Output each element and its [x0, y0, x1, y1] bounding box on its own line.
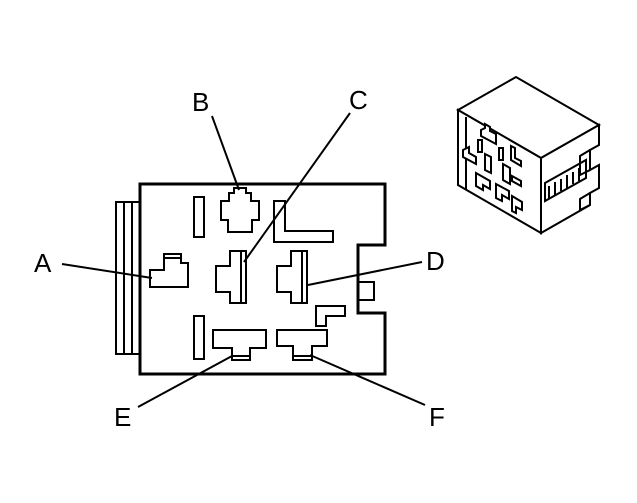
side-latch — [115, 201, 141, 355]
l-bar-bottom — [315, 305, 346, 327]
slot-top-left — [193, 196, 205, 238]
callout-labels: A B C D E F — [34, 85, 445, 432]
terminal-d — [276, 250, 308, 304]
leader-c — [243, 112, 351, 263]
callout-label-c: C — [349, 85, 368, 115]
leader-a — [61, 263, 153, 279]
leader-lines — [61, 112, 426, 408]
terminal-a — [149, 253, 189, 288]
callout-label-e: E — [114, 402, 131, 432]
iso-terminals — [462, 122, 523, 215]
callout-label-b: B — [192, 87, 209, 117]
terminal-f — [276, 329, 328, 361]
leader-e — [137, 355, 233, 408]
terminal-c — [215, 250, 247, 304]
callout-label-d: D — [426, 246, 445, 276]
connector-3d-view — [455, 75, 602, 235]
terminal-b — [220, 187, 260, 233]
terminal-e — [212, 329, 267, 361]
callout-label-a: A — [34, 248, 52, 278]
l-bar-top — [273, 200, 334, 243]
callout-label-f: F — [429, 402, 445, 432]
leader-d — [307, 261, 423, 286]
leader-f — [309, 354, 426, 406]
slot-bottom-left — [193, 315, 205, 360]
leader-b — [211, 115, 240, 191]
connector-face — [115, 182, 387, 376]
